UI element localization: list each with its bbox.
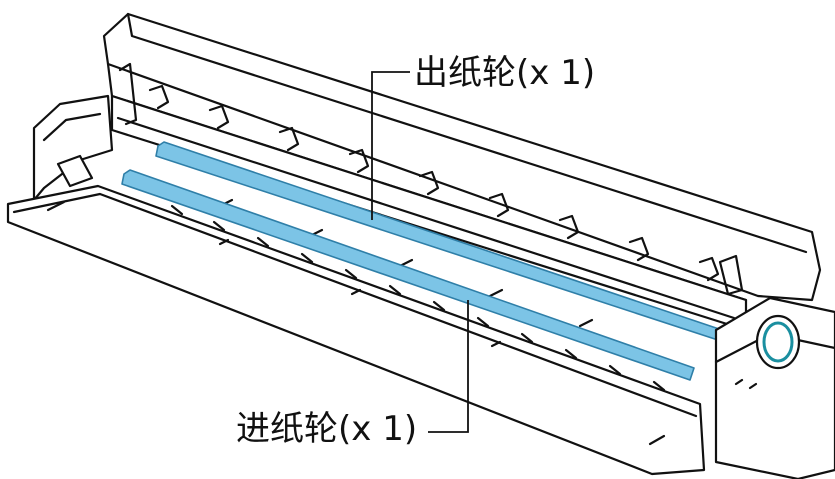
paper-chute	[6, 184, 706, 476]
leader-lines	[371, 71, 469, 433]
feed-roller-label: 进纸轮(x 1)	[236, 409, 418, 449]
feed-roller	[121, 169, 695, 381]
left-paper-guide	[56, 154, 94, 188]
scan-button[interactable]	[755, 314, 801, 370]
exit-roller-leader	[371, 71, 410, 220]
feed-roller-leader	[428, 300, 469, 433]
exit-roller-label: 出纸轮(x 1)	[414, 53, 596, 93]
interior-mechanism	[110, 62, 748, 332]
